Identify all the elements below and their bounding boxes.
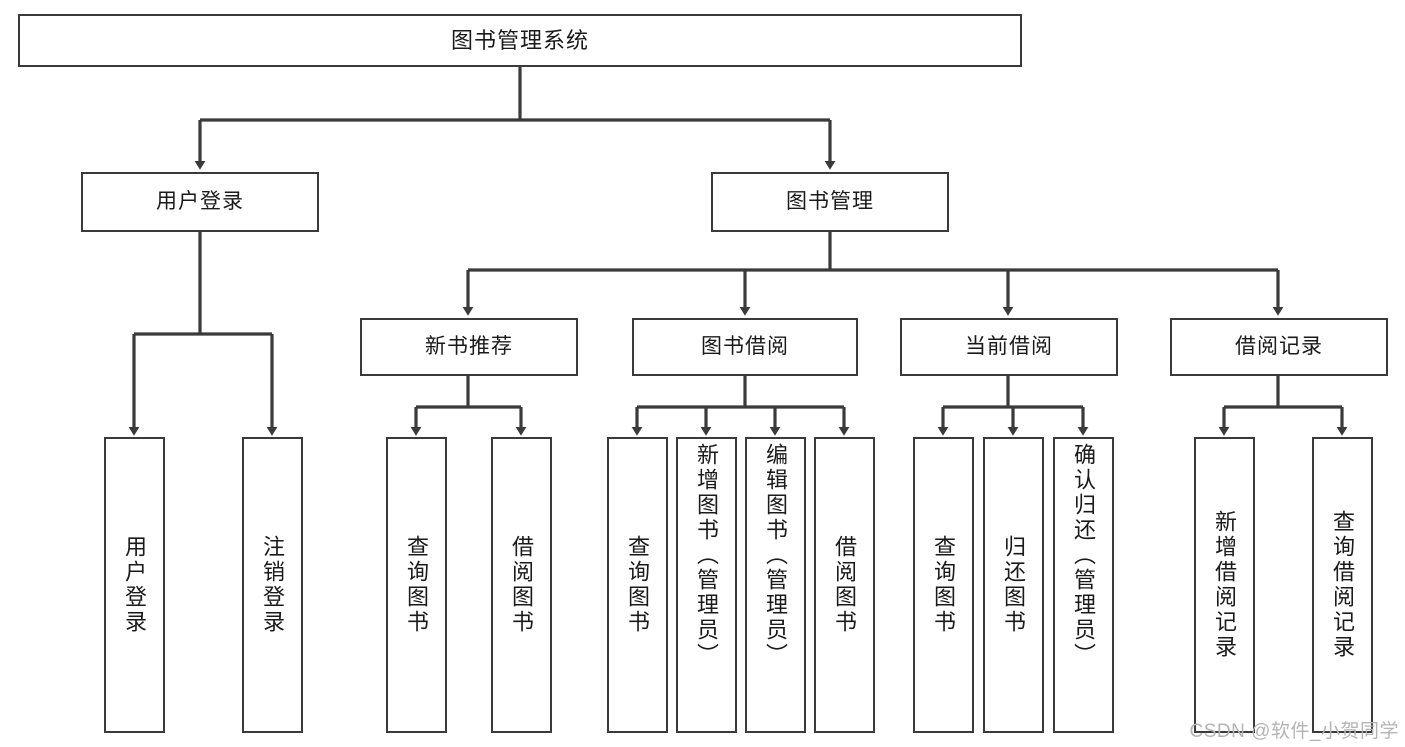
leaf-new-book-query[interactable]: 查询图书 — [386, 437, 447, 733]
node-book-borrow[interactable]: 图书借阅 — [632, 318, 858, 376]
leaf-label: 查询图书 — [931, 535, 957, 635]
leaf-label: 借阅图书 — [832, 535, 858, 635]
leaf-borrow-record-add[interactable]: 新增借阅记录 — [1194, 437, 1255, 733]
node-new-book-recommend[interactable]: 新书推荐 — [360, 318, 578, 376]
leaf-label: 归还图书 — [1001, 535, 1027, 635]
leaf-book-borrow-query[interactable]: 查询图书 — [607, 437, 668, 733]
node-label: 图书管理系统 — [450, 27, 589, 53]
leaf-label: 查询图书 — [625, 535, 651, 635]
node-label: 图书借阅 — [701, 334, 789, 358]
node-book-management[interactable]: 图书管理 — [711, 172, 949, 232]
leaf-user-login-login[interactable]: 用户登录 — [104, 437, 165, 733]
node-label: 图书管理 — [786, 189, 874, 213]
leaf-label: 新增图书（管理员） — [694, 443, 720, 668]
leaf-book-borrow-borrow[interactable]: 借阅图书 — [814, 437, 875, 733]
leaf-label: 用户登录 — [122, 535, 148, 635]
node-label: 新书推荐 — [425, 334, 513, 358]
leaf-current-borrow-confirm-return[interactable]: 确认归还（管理员） — [1053, 437, 1114, 733]
leaf-label: 新增借阅记录 — [1212, 510, 1238, 660]
leaf-book-borrow-add[interactable]: 新增图书（管理员） — [676, 437, 737, 733]
leaf-new-book-borrow[interactable]: 借阅图书 — [491, 437, 552, 733]
node-root-system[interactable]: 图书管理系统 — [18, 14, 1022, 67]
watermark-text: CSDN @软件_小贺同学 — [1189, 721, 1399, 742]
leaf-label: 查询图书 — [404, 535, 430, 635]
node-label: 当前借阅 — [965, 334, 1053, 358]
node-label: 借阅记录 — [1235, 334, 1323, 358]
node-borrow-record[interactable]: 借阅记录 — [1170, 318, 1388, 376]
leaf-label: 查询借阅记录 — [1330, 510, 1356, 660]
leaf-label: 编辑图书（管理员） — [763, 443, 789, 668]
leaf-current-borrow-query[interactable]: 查询图书 — [913, 437, 974, 733]
node-label: 用户登录 — [156, 189, 244, 213]
leaf-user-login-logout[interactable]: 注销登录 — [242, 437, 303, 733]
leaf-current-borrow-return[interactable]: 归还图书 — [983, 437, 1044, 733]
node-current-borrow[interactable]: 当前借阅 — [900, 318, 1118, 376]
leaf-label: 借阅图书 — [509, 535, 535, 635]
node-user-login[interactable]: 用户登录 — [81, 172, 319, 232]
leaf-book-borrow-edit[interactable]: 编辑图书（管理员） — [745, 437, 806, 733]
leaf-borrow-record-query[interactable]: 查询借阅记录 — [1312, 437, 1373, 733]
leaf-label: 注销登录 — [260, 535, 286, 635]
leaf-label: 确认归还（管理员） — [1071, 443, 1097, 668]
